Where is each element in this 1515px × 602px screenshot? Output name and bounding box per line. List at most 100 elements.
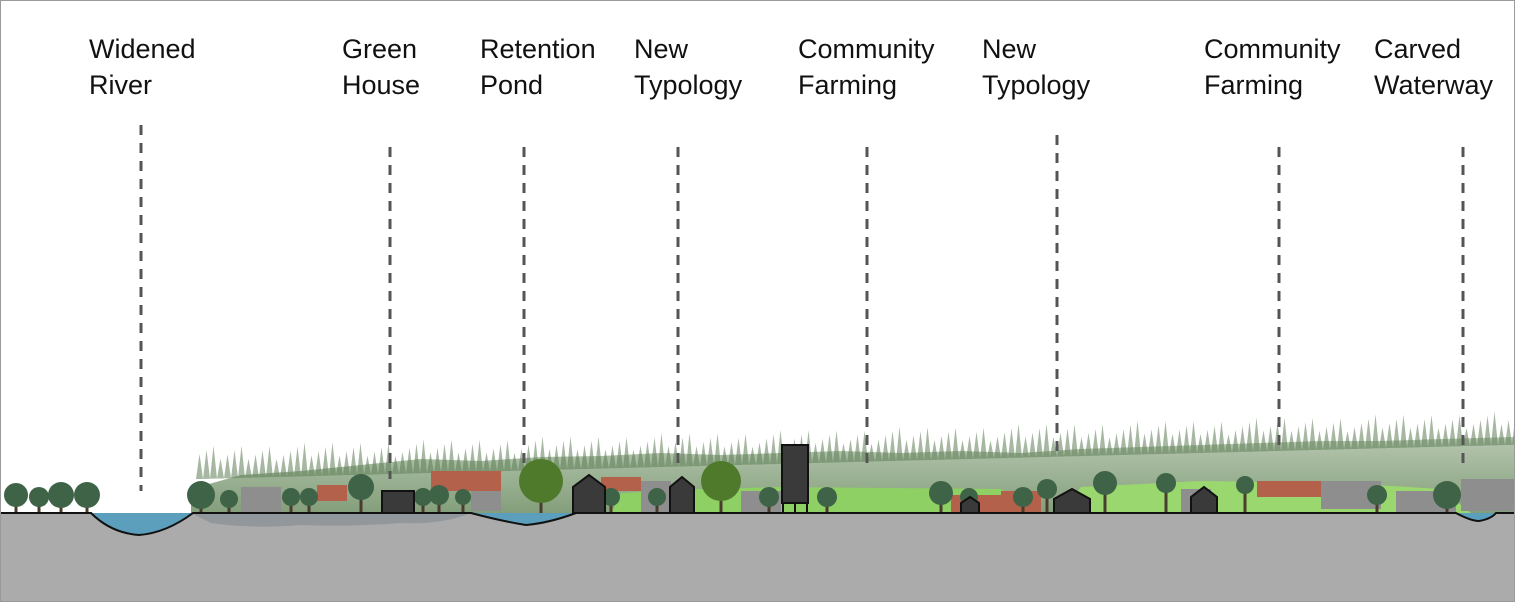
forest-spike [644, 441, 651, 468]
forest-spike [1267, 426, 1274, 452]
forest-spike [1428, 414, 1435, 447]
forest-spike [441, 443, 448, 473]
tree-canopy [648, 488, 666, 506]
forest-spike [602, 449, 609, 469]
forest-spike [987, 440, 994, 459]
tree-canopy [348, 474, 374, 500]
forest-spike [707, 437, 714, 466]
label-line: New [982, 34, 1037, 64]
tree-trunk [289, 502, 293, 513]
tree-canopy [220, 490, 238, 508]
forest-spike [266, 446, 273, 478]
forest-spike [1218, 421, 1225, 453]
forest-spike [833, 430, 840, 463]
label-line: River [89, 70, 153, 100]
forest-spike [1253, 417, 1260, 452]
forest-spike [966, 435, 973, 459]
tower-stilts [782, 503, 808, 513]
red-roof-house [1257, 481, 1321, 497]
tree-canopy [1433, 481, 1461, 509]
forest-spike [749, 446, 756, 465]
tree-canopy [74, 482, 100, 508]
forest-spike [1008, 427, 1015, 458]
forest-spike [1043, 423, 1050, 457]
forest-spike [1085, 432, 1092, 456]
forest-spike [742, 433, 749, 465]
forest-spike [1491, 411, 1498, 446]
forest-spike [1309, 418, 1316, 451]
forest-spike [343, 451, 350, 476]
forest-spike [686, 433, 693, 467]
forest-spike [679, 437, 686, 467]
forest-spike [1183, 425, 1190, 454]
forest-spike [1358, 422, 1365, 449]
forest-spike [721, 446, 728, 466]
forest-spike [1407, 427, 1414, 448]
forest-spike [1386, 423, 1393, 449]
forest-spike [1400, 414, 1407, 448]
forest-spike [336, 455, 343, 476]
forest-spike [924, 427, 931, 461]
forest-spike [1435, 427, 1442, 447]
label-line: Pond [480, 70, 544, 100]
forest-spike [1015, 423, 1022, 458]
forest-spike [588, 440, 595, 469]
forest-spike [413, 443, 420, 474]
trees [4, 459, 1461, 513]
forest-spike [1050, 436, 1057, 457]
forest-spike [910, 435, 917, 461]
forest-spike [1421, 419, 1428, 448]
forest-spike [693, 446, 700, 467]
forest-spike [889, 430, 896, 461]
forest-spike [231, 450, 238, 479]
forest-spike [504, 439, 511, 471]
background-house [471, 489, 501, 511]
key-buildings [381, 444, 1218, 514]
tree-canopy [48, 482, 74, 508]
tree-canopy [929, 481, 953, 505]
forest-spike [931, 439, 938, 460]
forest-spike [651, 437, 658, 468]
tree-trunk [539, 499, 543, 513]
forest-spike [735, 437, 742, 465]
forest-spike [420, 439, 427, 474]
forest-spike [665, 445, 672, 467]
forest-spike [287, 450, 294, 477]
forest-spike [1232, 430, 1239, 453]
forest-spike [1365, 418, 1372, 449]
tree-trunk [655, 502, 659, 513]
red-roof-house [317, 485, 347, 501]
forest-spike [882, 435, 889, 462]
forest-spike [1372, 414, 1379, 449]
forest-spike [1036, 428, 1043, 458]
forest-spike [1120, 428, 1127, 455]
forest-spike [1316, 430, 1323, 450]
forest-spike [448, 439, 455, 473]
forest-spike [770, 434, 777, 465]
tower-building [781, 444, 809, 504]
forest-spike [896, 426, 903, 461]
forest-spike [560, 440, 567, 470]
forest-spike [518, 448, 525, 471]
forest-spike [1295, 426, 1302, 451]
subsurface-shadow [191, 513, 471, 527]
forest-spike [259, 450, 266, 478]
forest-spike [581, 444, 588, 469]
tree-trunk [767, 503, 771, 513]
forest-spike [1078, 437, 1085, 457]
forest-spike [1071, 424, 1078, 457]
tree-canopy [701, 461, 741, 501]
forest-spike [1498, 424, 1505, 446]
label-line: Farming [798, 70, 898, 100]
forest-spike [203, 449, 210, 479]
forest-spike [728, 442, 735, 466]
forest-spike [1246, 421, 1253, 452]
tree-trunk [14, 503, 18, 513]
tree-trunk [85, 504, 89, 513]
forest-spike [1512, 428, 1514, 445]
forest-spike [196, 454, 203, 479]
